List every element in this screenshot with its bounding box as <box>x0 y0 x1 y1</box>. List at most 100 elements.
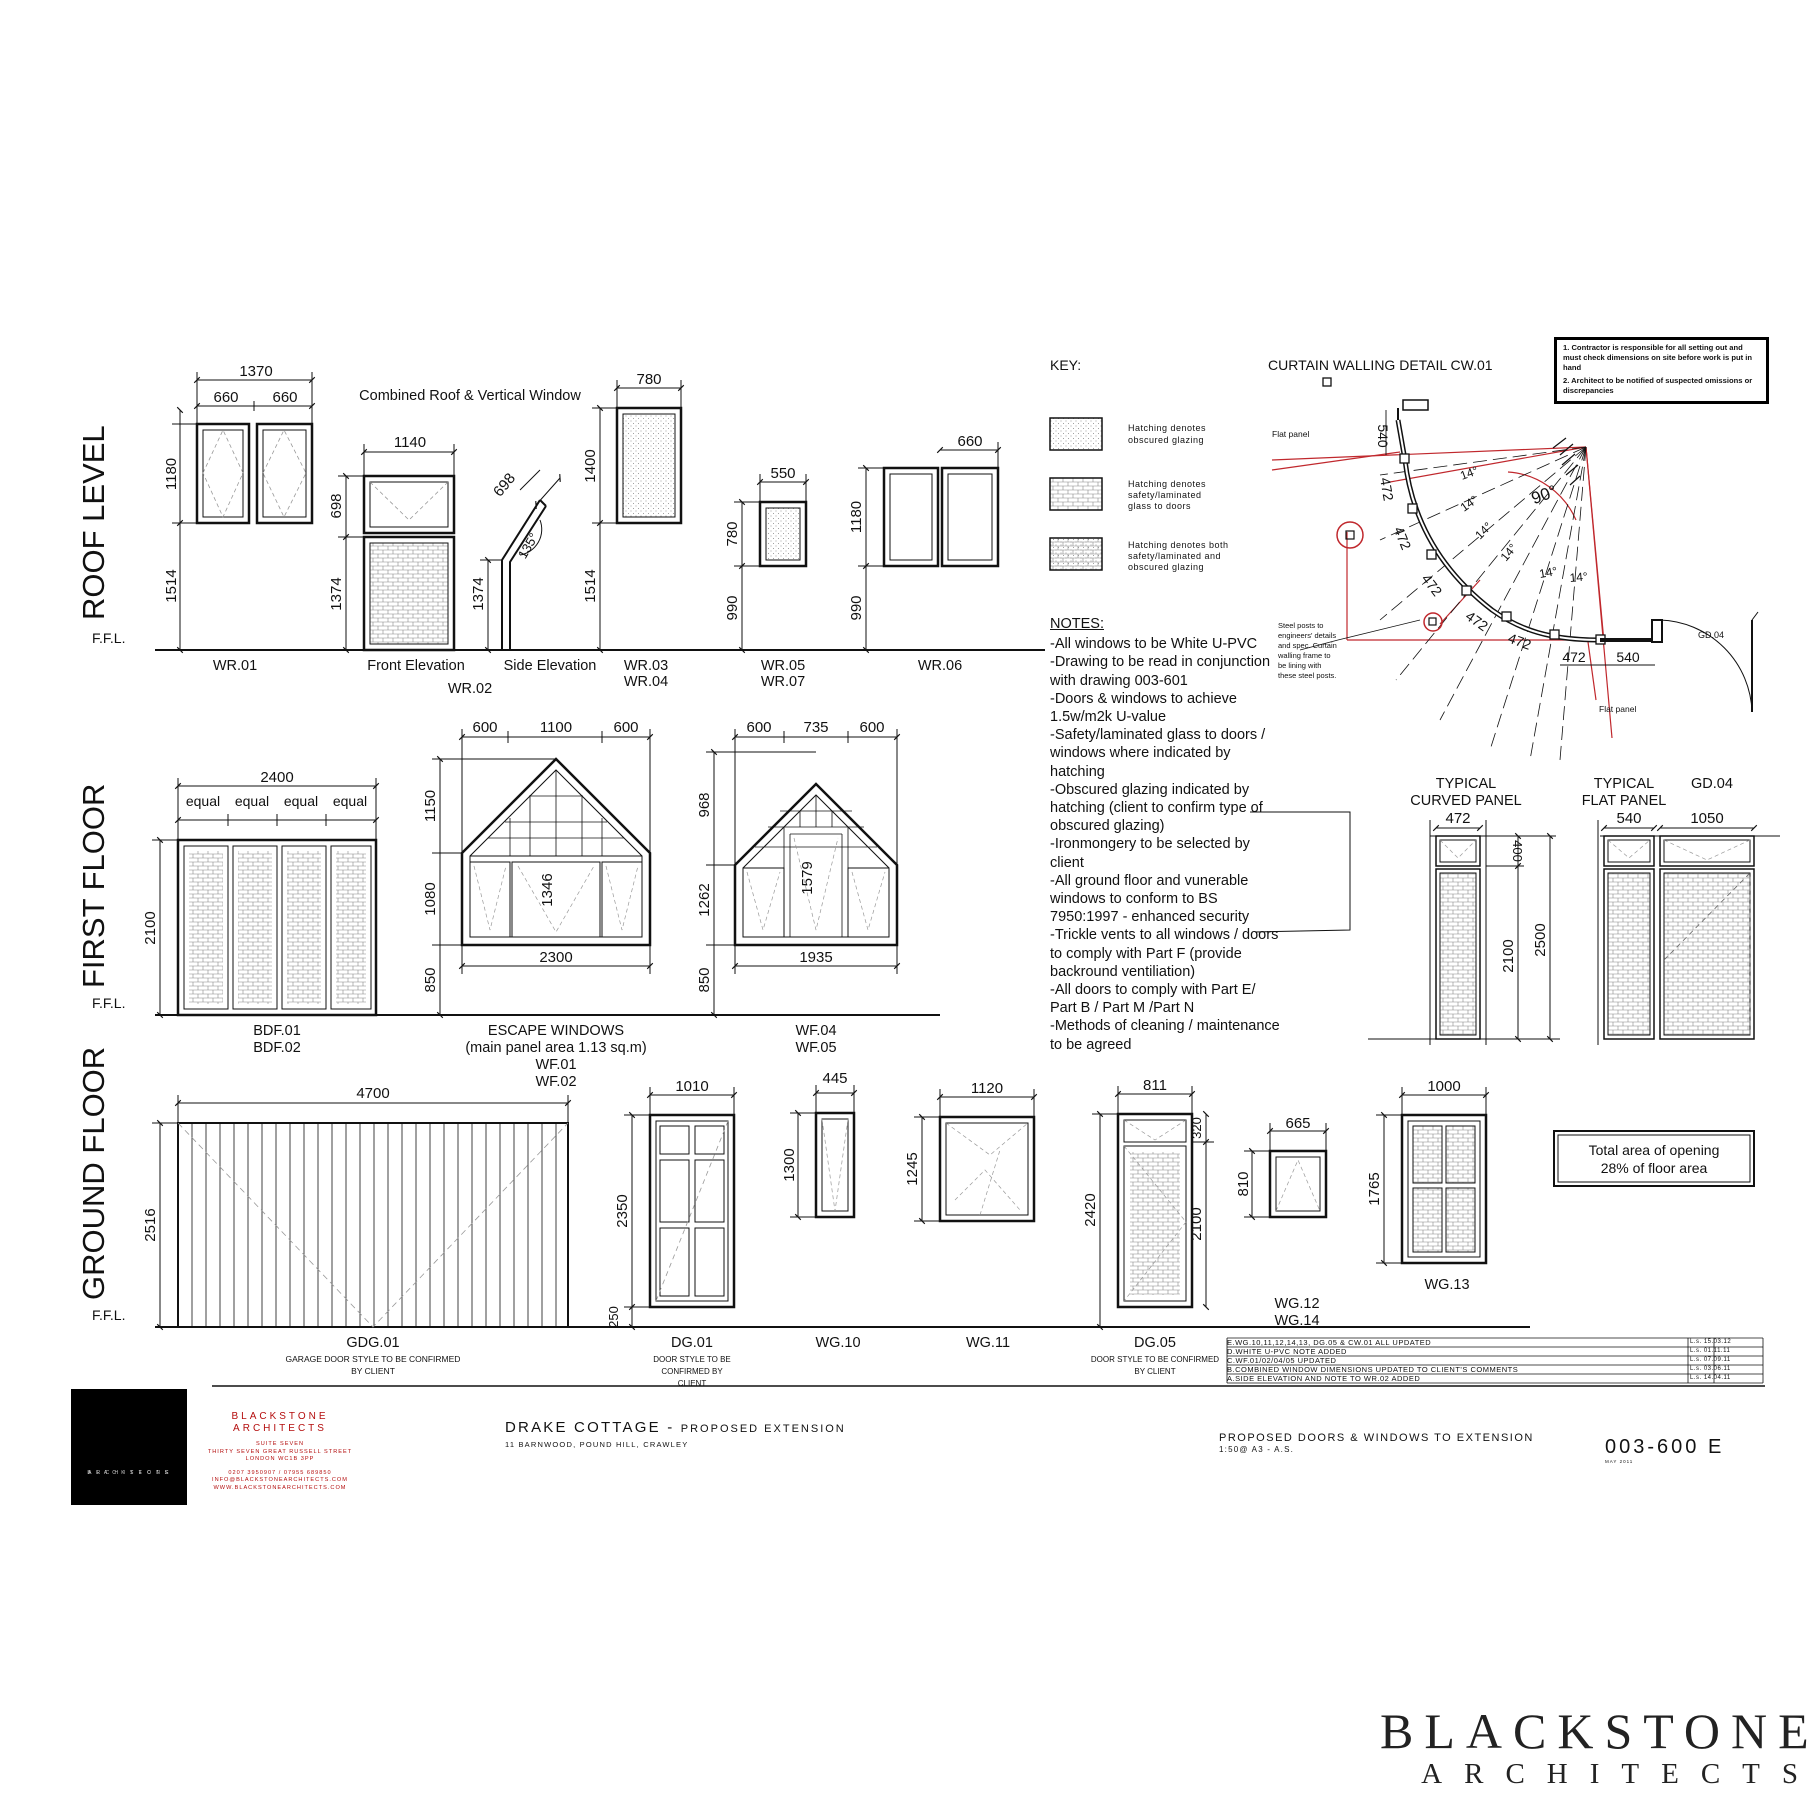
wr02-front-label: Front Elevation <box>367 658 465 674</box>
key-legend: KEY: Hatching denotes obscured glazing H… <box>1049 357 1228 572</box>
note-line: -All ground floor and vunerable windows … <box>1050 872 1250 926</box>
curtain-angle-14-6: 14° <box>1569 569 1588 585</box>
logo-line-2: A R C H I T E C T S <box>88 1470 170 1476</box>
curtain-dim-472-1: 472 <box>1377 476 1397 502</box>
project-title: DRAKE COTTAGE - PROPOSED EXTENSION <box>505 1419 846 1438</box>
firm-phone: 0207 3950907 / 07955 689850 <box>228 1469 332 1476</box>
wg12-dim-w: 665 <box>1285 1115 1310 1132</box>
wr05-dim-h: 780 <box>724 521 741 546</box>
wr01-window: 1370 660 660 1180 1514 WR.01 <box>163 363 316 674</box>
wf01-window: 600 1100 600 1150 1080 850 1346 2300 ESC… <box>422 719 654 1090</box>
gd04-dim-w: 1050 <box>1690 810 1723 827</box>
note-line: -Safety/laminated glass to doors / windo… <box>1050 727 1266 780</box>
wr02-title: Combined Roof & Vertical Window <box>359 388 581 404</box>
wg11-label: WG.11 <box>966 1335 1010 1351</box>
wf04-dim-a: 600 <box>746 719 771 736</box>
bdf-equal-4: equal <box>333 793 367 809</box>
wf04-dim-b: 735 <box>803 719 828 736</box>
wf01-subtitle: (main panel area 1.13 sq.m) <box>465 1040 646 1056</box>
drawing-number-text: 003-600 E <box>1605 1436 1725 1458</box>
revision-date: L.s. 01.11.11 <box>1690 1348 1731 1354</box>
curtain-angle-14-3: 14° <box>1472 519 1495 542</box>
drawing-title-block: PROPOSED DOORS & WINDOWS TO EXTENSION 1:… <box>1219 1431 1534 1454</box>
dg05-label: DG.05 <box>1134 1335 1176 1351</box>
logo-line-1: B L A C K S T O N E <box>87 1470 171 1476</box>
revision-date: L.s. 14.04.11 <box>1690 1375 1731 1381</box>
flat-panel-dim-w: 540 <box>1616 810 1641 827</box>
wr05-label: WR.05 <box>761 658 805 674</box>
opening-area-line1: Total area of opening <box>1589 1142 1720 1158</box>
disclaimer-line-2: 2. Architect to be notified of suspected… <box>1563 376 1753 395</box>
curtain-angle-14-5: 14° <box>1538 564 1559 581</box>
curved-panel-dim-total: 2500 <box>1532 923 1549 956</box>
wf04-dim-c: 600 <box>859 719 884 736</box>
curved-panel-dim-top: 400 <box>1510 840 1525 862</box>
dg01-note-3: CLIENT <box>678 1379 707 1388</box>
wr03-label: WR.03 <box>624 658 668 674</box>
gdg01-note: GARAGE DOOR STYLE TO BE CONFIRMED <box>286 1354 461 1364</box>
wr06-dim-h: 1180 <box>848 501 865 533</box>
curtain-gd04-label: GD.04 <box>1698 630 1724 640</box>
bdf01-label: BDF.01 <box>253 1023 301 1039</box>
wr02-dim-bot: 1374 <box>328 577 345 610</box>
ffl-first-label: F.F.L. <box>92 995 125 1011</box>
project-name: DRAKE COTTAGE - <box>505 1419 681 1436</box>
key-item-3b: safety/laminated and <box>1128 551 1221 561</box>
wg13-dim-w: 1000 <box>1427 1078 1460 1095</box>
wr02-dim-top: 698 <box>328 493 345 518</box>
key-item-3c: obscured glazing <box>1128 562 1204 572</box>
drawing-number: 003-600 E MAY 2011 <box>1605 1436 1724 1464</box>
firm-address-2: THIRTY SEVEN GREAT RUSSELL STREET <box>207 1448 353 1455</box>
dg01-note-2: CONFIRMED BY <box>661 1367 723 1376</box>
wf04-dim-sill: 850 <box>696 967 713 992</box>
opening-area-box: Total area of opening 28% of floor area <box>1553 1130 1755 1187</box>
curtain-dim-540-bottom: 540 <box>1616 649 1640 665</box>
wg10-label: WG.10 <box>815 1335 860 1351</box>
firm-address-block: BLACKSTONE ARCHITECTS SUITE SEVEN THIRTY… <box>205 1411 355 1492</box>
wr01-dim-sill: 1514 <box>163 569 180 602</box>
wf01-dim-mid: 1346 <box>539 873 556 906</box>
dg05-note: DOOR STYLE TO BE CONFIRMED <box>1091 1355 1219 1364</box>
wr03-window: 780 1400 1514 WR.03 WR.04 <box>582 371 685 690</box>
project-title-block: DRAKE COTTAGE - PROPOSED EXTENSION 11 BA… <box>505 1419 846 1449</box>
wr04-label: WR.04 <box>624 674 668 690</box>
wr02-side-dim-top: 698 <box>490 470 519 500</box>
dg01-label: DG.01 <box>671 1335 713 1351</box>
wg11-dim-h: 1245 <box>904 1152 921 1185</box>
notes-title: NOTES: <box>1050 616 1104 632</box>
wg12-label: WG.12 <box>1274 1296 1319 1312</box>
bdf-dim-h: 2100 <box>142 911 159 944</box>
wg10-window: 445 1300 WG.10 <box>781 1070 861 1351</box>
key-item-1a: Hatching denotes <box>1128 423 1206 433</box>
dg05-dim-h: 2420 <box>1082 1193 1099 1226</box>
note-line: -Ironmongery to be selected by client <box>1050 836 1250 871</box>
wr06-label: WR.06 <box>918 658 962 674</box>
disclaimer-line-1: 1. Contractor is responsible for all set… <box>1563 343 1753 372</box>
curtain-steel-note-3: and spec. Curtain <box>1278 641 1337 650</box>
wg13-label: WG.13 <box>1424 1277 1469 1293</box>
wf01-dim-c: 600 <box>613 719 638 736</box>
note-line: -Doors & windows to achieve 1.5w/m2k U-v… <box>1050 690 1237 726</box>
wf04-label: WF.04 <box>795 1023 836 1039</box>
key-swatch-obscured <box>1049 417 1103 451</box>
level-labels: ROOF LEVEL FIRST FLOOR GROUND FLOOR F.F.… <box>76 425 125 1323</box>
revision-date: L.s. 03.06.11 <box>1690 1366 1731 1372</box>
note-line: -Drawing to be read in conjunction with … <box>1050 654 1271 689</box>
gdg01-dim-h: 2516 <box>142 1208 159 1241</box>
revision-date: L.s. 15.03.12 <box>1690 1339 1732 1345</box>
flat-panel-title-1: TYPICAL <box>1594 776 1654 792</box>
wf01-dim-sill: 850 <box>422 967 439 992</box>
wr05-window: 550 780 990 WR.05 WR.07 <box>724 465 810 690</box>
wr02-side-label: Side Elevation <box>504 658 597 674</box>
revision-row: D.WHITE U-PVC NOTE ADDED <box>1227 1347 1347 1356</box>
wf01-dim-b: 1100 <box>540 719 572 736</box>
firm-email: INFO@BLACKSTONEARCHITECTS.COM <box>212 1477 348 1483</box>
wr07-label: WR.07 <box>761 674 805 690</box>
revision-row: A.SIDE ELEVATION AND NOTE TO WR.02 ADDED <box>1227 1374 1421 1383</box>
wg13-dim-h: 1765 <box>1366 1172 1383 1205</box>
notes-leader <box>1250 811 1351 933</box>
gdg01-dim-w: 4700 <box>356 1085 389 1102</box>
wr03-dim-w: 780 <box>636 371 661 388</box>
